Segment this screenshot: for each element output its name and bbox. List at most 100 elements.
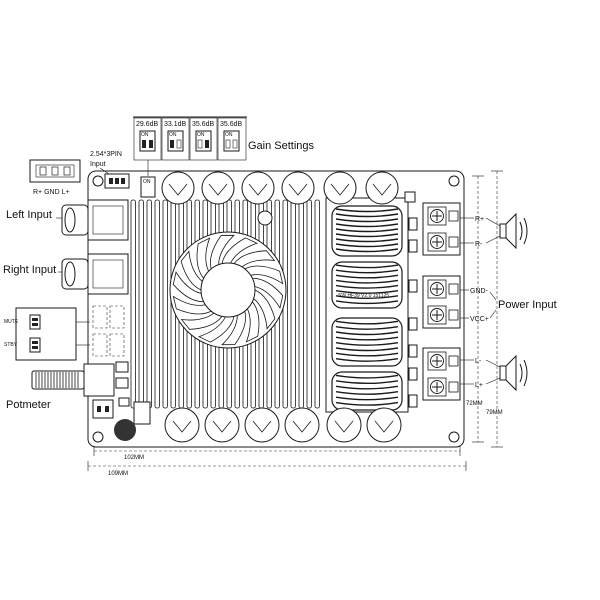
dip-on-label: ON [225,132,233,138]
coil-winding [335,320,399,325]
coil-winding [335,223,399,228]
filter-capacitors [161,171,402,443]
mute-standby-detail: MUTE STBY [4,307,90,361]
inner-width-label: 102MM [124,455,144,461]
capacitor [244,407,280,443]
coil-winding [335,325,399,330]
buzzer-component [114,419,136,441]
fan-blade [196,237,211,279]
pcb-outline [87,170,465,448]
dip-toggle [205,140,209,148]
stby-jumper [29,337,41,353]
board-version-text: SW HF39 V2.0 151125 [338,293,389,299]
output-inductors [331,205,403,411]
coil-winding [335,385,399,390]
gain-option-label: 35.6dB [192,121,215,128]
dip-on-label: ON [141,132,149,138]
smd-part [408,217,418,231]
jumper-pad [92,305,108,329]
jack-housing [87,253,129,295]
fan-hub [200,262,256,318]
coil-winding [335,300,399,305]
wire-entry [448,309,459,321]
screw-terminals [422,202,461,401]
mute-standby-box [15,307,77,361]
mounting-hole [92,431,104,443]
connector-pin [51,166,59,176]
coil-winding [335,208,399,213]
capacitor-vent [334,420,354,433]
fan-blade [245,301,260,343]
coil-winding [335,213,399,218]
gain-option-4: 35.6dB ON [217,117,247,161]
input-connector-housing [29,159,81,183]
coil-winding [335,218,399,223]
heatsink-fin [290,199,296,409]
power-input-label: Power Input [498,299,557,311]
inner-height-label: 72MM [466,401,483,407]
coil-winding [335,269,399,274]
heatsink-fin [162,199,168,409]
capacitor-vent [208,183,228,196]
coil-winding [335,295,399,299]
fan-blade [197,315,235,343]
gnd-label: GND- [470,288,489,295]
heatsink-fin [298,199,304,409]
pot-body [83,363,115,397]
left-input-jack [56,199,129,241]
coil-winding [335,289,399,294]
onboard-gain-dip-switch [140,176,156,198]
fan-blade [172,271,205,303]
bottom-left-components [92,397,151,441]
wire-entry [448,283,459,295]
smd-part [408,239,418,253]
wire-entry [448,236,459,248]
capacitor-vent [372,183,392,196]
gain-option-3: 35.6dB ON [189,117,218,161]
coil-winding [335,274,399,279]
smd-part [408,344,418,358]
capacitor [284,407,320,443]
gain-option-2: 33.1dB ON [161,117,190,161]
l-plus-label: L+ [475,382,483,389]
inductor-coil [331,371,403,411]
coil-winding [335,248,399,253]
capacitor-vent [330,183,350,196]
dip-toggle [149,140,153,148]
dip-switch-icon [195,130,212,152]
mounting-hole [448,175,460,187]
dip-switch-icon [223,130,240,152]
mute-label: MUTE [4,319,19,325]
input-connector-detail: R+ GND L+ 2.54*3PIN Input [29,151,122,196]
right-input-jack [58,253,129,295]
coil-winding [335,279,399,284]
stby-label: STBY [4,342,18,348]
capacitor-vent [172,420,192,433]
dip-toggle [225,139,231,149]
mounting-hole [92,175,104,187]
capacitor [204,407,240,443]
capacitor-vent [212,420,232,433]
smd-part [115,377,129,389]
wire-entry [448,355,459,367]
left-speaker-icon [485,354,528,392]
capacitor [161,171,195,205]
onboard-jumper-pads [92,305,125,357]
right-speaker-icon [485,212,528,250]
coil-winding [335,347,399,352]
coil-winding [335,374,399,379]
right-input-label: Right Input [3,264,56,276]
capacitor [366,407,402,443]
r-minus-label: R- [475,241,483,248]
capacitor-vent [288,183,308,196]
heatsink-screw-hole [257,210,273,226]
dip-toggle [232,139,238,149]
heatsink-fin [314,199,320,409]
connector-pin [63,166,71,176]
fan-blade [233,250,276,268]
dip-toggle [170,140,174,148]
wire-entry [448,210,459,222]
heatsink-fin [130,199,136,409]
smd-part [408,394,418,408]
